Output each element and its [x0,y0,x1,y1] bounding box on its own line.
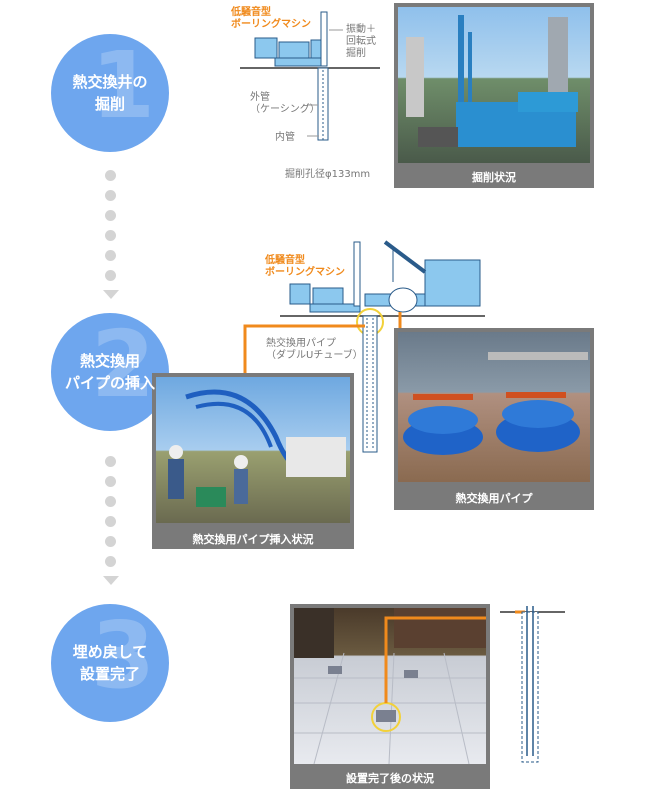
inner-pipe-label: 内管 [275,132,295,143]
connector-dots-1 [103,170,119,299]
completed-photo: 設置完了後の状況 [290,604,490,789]
step-2-number: 2 [90,313,155,418]
drilling-photo-caption: 掘削状況 [472,171,516,184]
insertion-photo: 熱交換用パイプ挿入状況 [152,373,354,549]
step-3-circle: 3 埋め戻して 設置完了 [51,604,169,722]
pipe-photo-caption: 熱交換用パイプ [455,492,533,505]
completed-photo-caption: 設置完了後の状況 [346,772,434,785]
insertion-photo-caption: 熱交換用パイプ挿入状況 [192,533,314,546]
outer-pipe-label: 外管 （ケーシング） [250,92,320,115]
insertion-machine-label: 低騒音型 ボーリングマシン [265,255,345,278]
step-3-label: 埋め戻して 設置完了 [72,643,148,683]
drill-machine-label: 低騒音型 ボーリングマシン [231,7,311,30]
pipe-photo: 熱交換用パイプ [394,328,594,510]
completed-pipe-diagram [500,606,565,763]
insertion-diagram [243,240,485,453]
step-2-label: 熱交換用 パイプの挿入 [64,352,155,392]
drill-method-label: 振動＋ 回転式 掘削 [346,24,376,59]
connector-dots-2 [103,456,119,585]
step-1-label: 熱交換井の 掘削 [72,73,148,113]
step-2-circle: 2 熱交換用 パイプの挿入 [51,313,169,431]
drilling-photo: 掘削状況 [394,3,594,188]
step-3-number: 3 [90,604,155,709]
bore-diameter-label: 掘削孔径φ133mm [285,169,371,180]
step-1-number: 1 [90,34,155,139]
step-1-circle: 1 熱交換井の 掘削 [51,34,169,152]
heat-pipe-label: 熱交換用パイプ （ダブルUチューブ） [266,338,363,361]
drilling-diagram [240,11,380,141]
